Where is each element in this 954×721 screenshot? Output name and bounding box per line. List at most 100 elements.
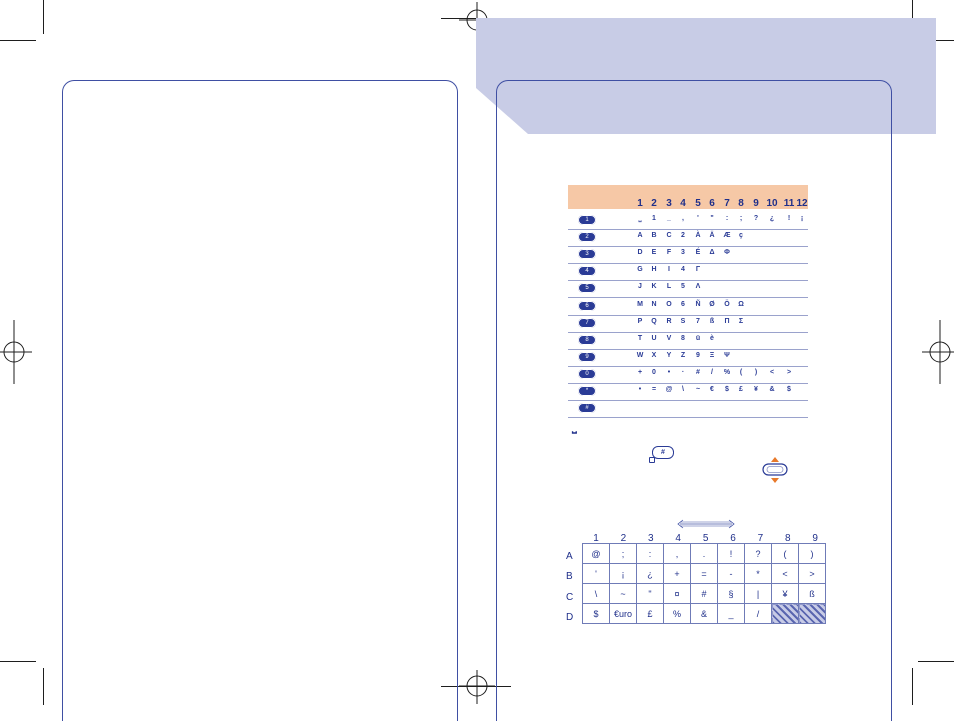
grid-row-header: B [566, 571, 573, 583]
registration-target-icon [0, 320, 32, 384]
key-character: ¡ [800, 215, 804, 222]
keypad-key-icon: 8 [578, 334, 596, 345]
key-character: $ [725, 386, 729, 393]
key-character: ß [709, 317, 715, 325]
grid-row: $€uro£%&_/ [582, 603, 826, 624]
key-character: B [651, 232, 657, 240]
column-number: 4 [680, 198, 686, 209]
grid-cell: > [798, 563, 826, 584]
grid-cell: ß [798, 583, 826, 604]
key-character: , [682, 215, 684, 222]
key-character: 0 [652, 368, 656, 376]
grid-cell: , [663, 543, 691, 564]
key-character: Ω [738, 300, 744, 308]
grid-cell: § [717, 583, 745, 604]
lock-icon [649, 457, 655, 463]
key-character: / [711, 368, 713, 376]
key-character: • [638, 386, 642, 393]
key-character: I [668, 266, 670, 274]
grid-row: \~"¤#§|¥ß [582, 583, 826, 604]
key-character: ⎵ [638, 215, 642, 222]
grid-cell: < [771, 563, 799, 584]
key-character: ¿ [769, 215, 775, 222]
grid-cell: ¡ [609, 563, 637, 584]
right-page-frame [496, 80, 892, 721]
grid-cell: = [690, 563, 718, 584]
keypad-key-icon: * [578, 386, 596, 396]
column-number: 10 [766, 198, 778, 209]
keypad-key-icon: 3 [578, 249, 596, 260]
column-number: 3 [666, 198, 672, 209]
key-character: ü [695, 334, 701, 342]
key-character: W [636, 351, 644, 359]
grid-cell: $ [582, 603, 610, 624]
grid-column-header: 1 [593, 533, 599, 544]
key-row: 1⎵1_,'":;?¿!¡ [568, 212, 808, 230]
key-character: J [638, 283, 642, 291]
grid-cell: ; [609, 543, 637, 564]
key-character: ' [697, 215, 699, 222]
grid-cell: + [663, 563, 691, 584]
key-character: ! [787, 215, 791, 222]
key-character: $ [787, 386, 791, 393]
key-character: ? [753, 215, 759, 222]
registration-target-icon [922, 320, 954, 384]
key-character: À [695, 232, 701, 240]
grid-cell: \ [582, 583, 610, 604]
grid-cell [798, 603, 826, 624]
column-number: 12 [796, 198, 808, 209]
grid-cell: . [690, 543, 718, 564]
key-character: Π [724, 317, 730, 325]
keypad-key-icon: 2 [578, 232, 596, 243]
grid-column-header: 3 [648, 533, 654, 544]
grid-row-header: A [566, 551, 573, 562]
key-character: A [637, 232, 643, 240]
space-symbol: ⎵ [572, 420, 577, 434]
symbol-grid: @;:,.!?()'¡¿+=-*<>\~"¤#§|¥ß$€uro£%&_/ [582, 543, 826, 624]
key-character: 7 [696, 317, 700, 325]
grid-column-header: 4 [675, 533, 681, 544]
navigation-key-icon [762, 457, 788, 483]
grid-cell: ¿ [636, 563, 664, 584]
key-character: ) [754, 368, 758, 376]
key-character: K [651, 283, 657, 291]
grid-cell: @ [582, 543, 610, 564]
key-character: Σ [738, 317, 744, 325]
key-character: Ö [724, 300, 730, 308]
key-character: £ [739, 386, 743, 393]
grid-column-header: 2 [620, 533, 627, 544]
key-character: € [710, 386, 714, 393]
column-number: 5 [695, 198, 701, 209]
keypad-key-icon: 4 [578, 266, 596, 277]
key-character: E [651, 249, 657, 257]
key-character: F [666, 249, 672, 257]
hash-lock-key-icon: # [652, 446, 674, 459]
key-character: = [651, 386, 657, 393]
key-character: H [651, 266, 657, 274]
grid-row-header: D [566, 611, 574, 623]
grid-cell: " [636, 583, 664, 604]
grid-cell: | [744, 583, 772, 604]
keypad-key-icon: 1 [578, 215, 596, 225]
column-number: 1 [637, 198, 643, 209]
key-character: è [710, 334, 714, 342]
key-row: *•=@\~€$£¥&$ [568, 383, 808, 401]
key-character: R [666, 317, 672, 325]
grid-column-header: 7 [757, 533, 764, 544]
grid-cell: ) [798, 543, 826, 564]
key-character: S [680, 317, 686, 325]
registration-target-icon [459, 670, 495, 704]
key-character: N [651, 300, 657, 308]
key-character: O [666, 300, 672, 308]
accent-band [476, 18, 936, 134]
key-character: ~ [695, 386, 701, 393]
column-number: 2 [651, 198, 657, 209]
grid-column-header: 8 [785, 533, 791, 544]
key-character: Y [666, 351, 672, 359]
grid-cell: _ [717, 603, 745, 624]
key-character: U [651, 334, 657, 342]
